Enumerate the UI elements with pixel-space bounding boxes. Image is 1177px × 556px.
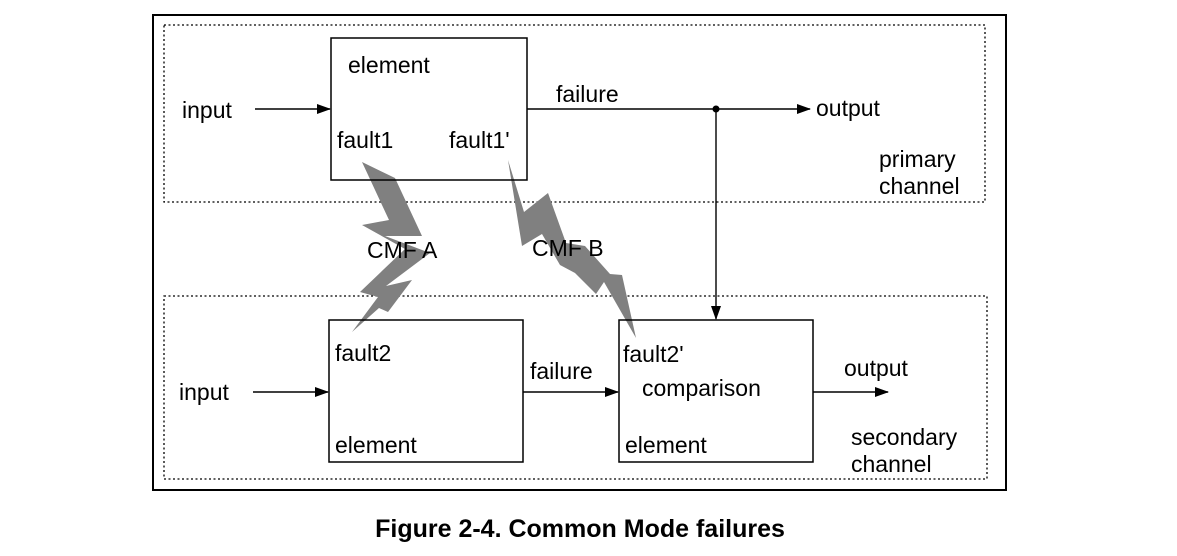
- primary-output-label: output: [816, 95, 881, 121]
- primary-failure-label: failure: [556, 81, 619, 107]
- secondary-channel-boundary: [163, 295, 988, 480]
- comparison-element-label: element: [625, 432, 707, 458]
- cmf-b-bolt: [508, 160, 636, 338]
- primary-fault1-prime-label: fault1': [449, 127, 510, 153]
- outer-frame: [152, 14, 1007, 491]
- primary-element-label: element: [348, 52, 430, 78]
- primary-channel-label-line1: primary: [879, 146, 956, 172]
- secondary-fault2-prime-label: fault2': [623, 341, 684, 367]
- cmf-a-bolt: [352, 162, 430, 332]
- secondary-element-label: element: [335, 432, 417, 458]
- primary-channel-label-line2: channel: [879, 173, 960, 199]
- primary-input-label: input: [182, 97, 232, 123]
- cmf-a-label: CMF A: [367, 237, 438, 263]
- primary-channel-boundary: [163, 24, 986, 203]
- secondary-fault2-label: fault2: [335, 340, 391, 366]
- secondary-channel-label-line2: channel: [851, 451, 932, 477]
- secondary-failure-label: failure: [530, 358, 593, 384]
- secondary-output-label: output: [844, 355, 909, 381]
- figure-caption: Figure 2-4. Common Mode failures: [375, 515, 785, 543]
- secondary-input-label: input: [179, 379, 229, 405]
- cmf-b-label: CMF B: [532, 235, 604, 261]
- comparison-label: comparison: [642, 375, 761, 401]
- comparison-element-box: [618, 319, 814, 463]
- secondary-channel-label-line1: secondary: [851, 424, 958, 450]
- secondary-element-box: [328, 319, 524, 463]
- primary-fault1-label: fault1: [337, 127, 393, 153]
